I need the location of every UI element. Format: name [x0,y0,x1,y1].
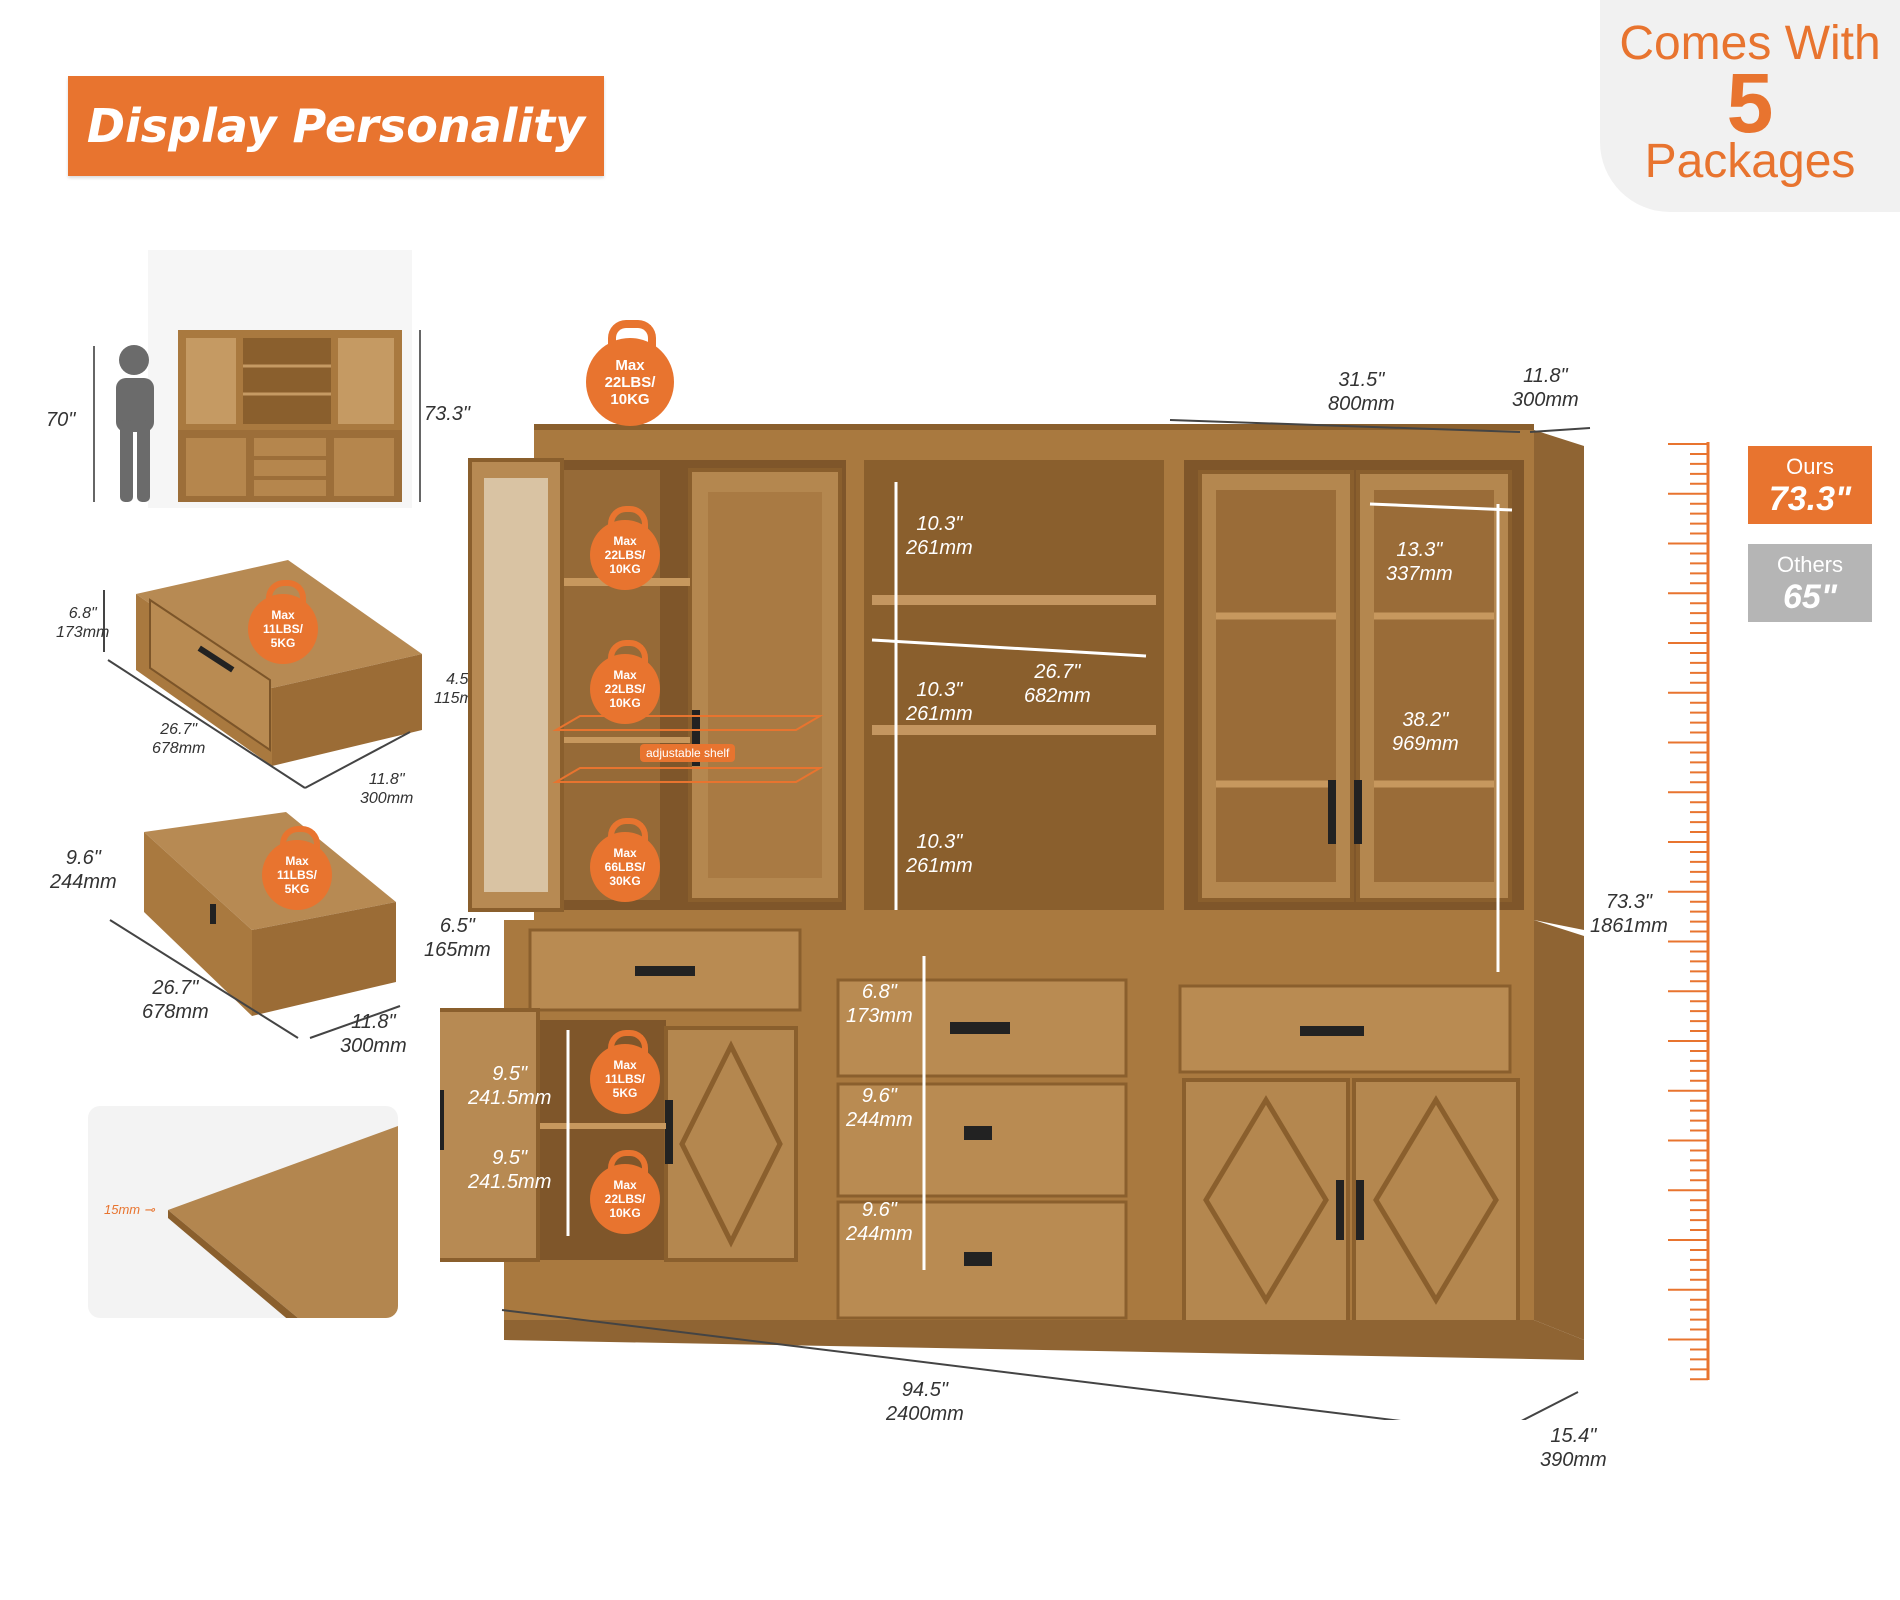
board-thickness-label: 15mm ⊸ [104,1202,155,1217]
packages-line1: Comes With [1619,17,1881,70]
small-drawer-depth: 11.8"300mm [360,771,414,807]
drawer-3-label: 9.6"244mm [846,1199,913,1245]
small-drawer-height: 6.8"173mm [56,605,110,641]
hutch-width-label: 31.5"800mm [1328,369,1395,415]
packages-line3: Packages [1644,135,1856,188]
center-shelf-1-label: 10.3"261mm [906,513,973,559]
door-height-label: 38.2"969mm [1392,709,1459,755]
adjustable-shelf-label: adjustable shelf [640,744,736,762]
large-drawer-depth: 11.8"300mm [340,1011,407,1057]
title-banner: Display Personality [68,76,604,176]
large-drawer-height: 9.6"244mm [50,847,117,893]
door-width-label: 13.3"337mm [1386,539,1453,585]
packages-badge: Comes With 5 Packages [1600,0,1900,212]
others-tag: Others 65" [1748,544,1872,622]
center-width-label: 26.7"682mm [1024,661,1091,707]
hutch-depth-label: 11.8"300mm [1512,365,1579,411]
overall-depth-label: 15.4"390mm [1540,1425,1607,1471]
drawer-1-label: 6.8"173mm [846,981,913,1027]
ours-value: 73.3" [1768,480,1852,518]
cabinet-shelf-2-label: 9.5"241.5mm [468,1147,552,1193]
mini-cabinet [178,330,402,502]
others-value: 65" [1783,578,1837,616]
ours-tag: Ours 73.3" [1748,446,1872,524]
large-drawer-width: 26.7"678mm [142,977,209,1023]
overview-illustration [93,330,421,502]
overall-height-label: 73.3"1861mm [1590,891,1668,937]
person-icon [116,345,154,502]
center-shelf-3-label: 10.3"261mm [906,831,973,877]
height-ruler [1668,442,1710,1381]
board-panel [88,1106,398,1318]
small-drawer-illustration [103,560,422,789]
center-shelf-2-label: 10.3"261mm [906,679,973,725]
banner-title: Display Personality [86,99,586,153]
cabinet-shelf-1-label: 9.5"241.5mm [468,1063,552,1109]
person-height-label: 70" [46,409,76,431]
ours-label: Ours [1786,454,1834,479]
small-drawer-width: 26.7"678mm [152,721,206,757]
others-label: Others [1776,552,1844,577]
drawer-2-label: 9.6"244mm [846,1085,913,1131]
large-drawer-inner: 6.5"165mm [424,915,491,961]
overview-height-label: 73.3" [424,403,471,425]
cabinet-illustration [440,419,1591,1420]
packages-count: 5 [1726,56,1774,150]
overall-width-label: 94.5"2400mm [886,1379,964,1425]
